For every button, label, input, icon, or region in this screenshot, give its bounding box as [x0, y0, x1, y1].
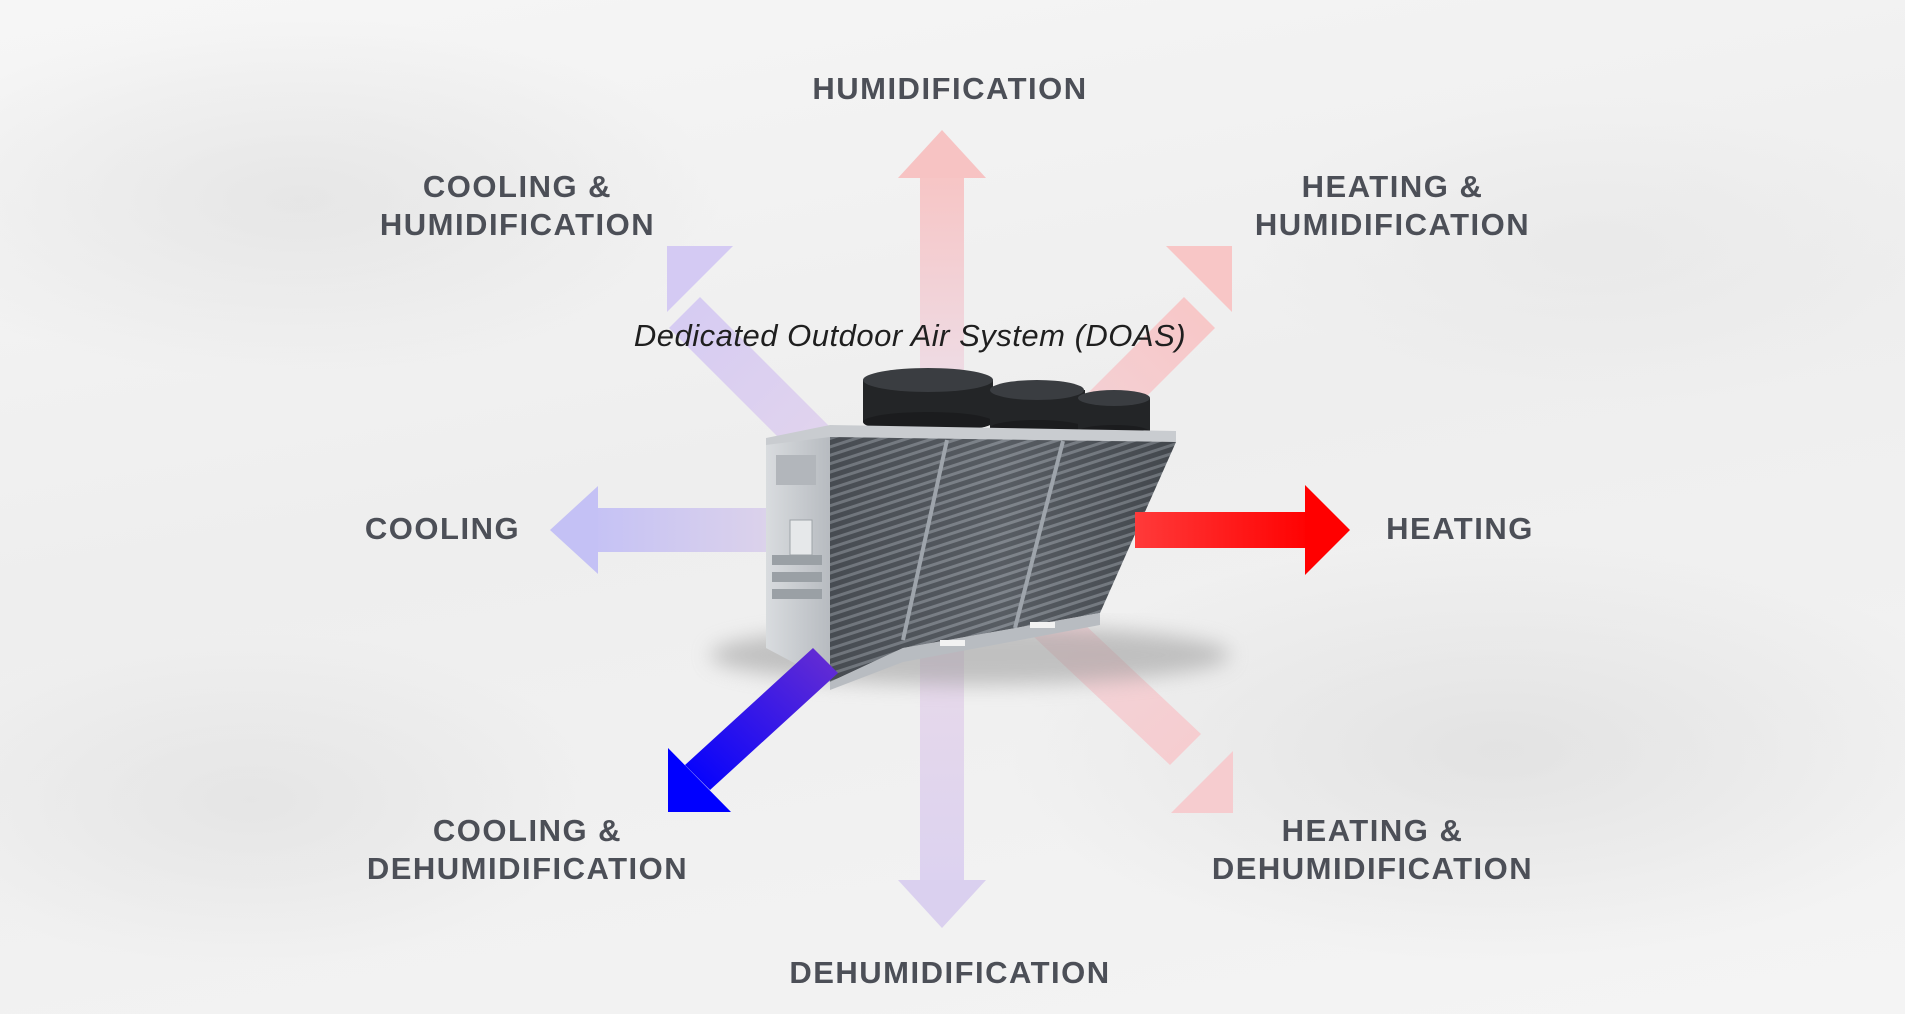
label-humidification: HUMIDIFICATION [812, 71, 1088, 106]
label-cooling-dehumidification: COOLING & DEHUMIDIFICATION [366, 813, 689, 886]
label-dehumidification: DEHUMIDIFICATION [789, 955, 1111, 990]
arrow-heating [1135, 485, 1350, 575]
fan-1 [863, 368, 993, 432]
label-cooling: COOLING [364, 511, 521, 546]
arrow-cooling-dehumidification [668, 648, 838, 812]
label-heating-dehumidification: HEATING & DEHUMIDIFICATION [1211, 813, 1534, 886]
label-heating: HEATING [1386, 511, 1534, 546]
fan-2 [990, 380, 1085, 436]
doas-unit-image [766, 368, 1176, 690]
label-heating-humidification: HEATING & HUMIDIFICATION [1254, 169, 1531, 242]
label-cooling-humidification: COOLING & HUMIDIFICATION [379, 169, 656, 242]
arrow-cooling [550, 486, 780, 574]
diagram-title: Dedicated Outdoor Air System (DOAS) [633, 318, 1187, 353]
